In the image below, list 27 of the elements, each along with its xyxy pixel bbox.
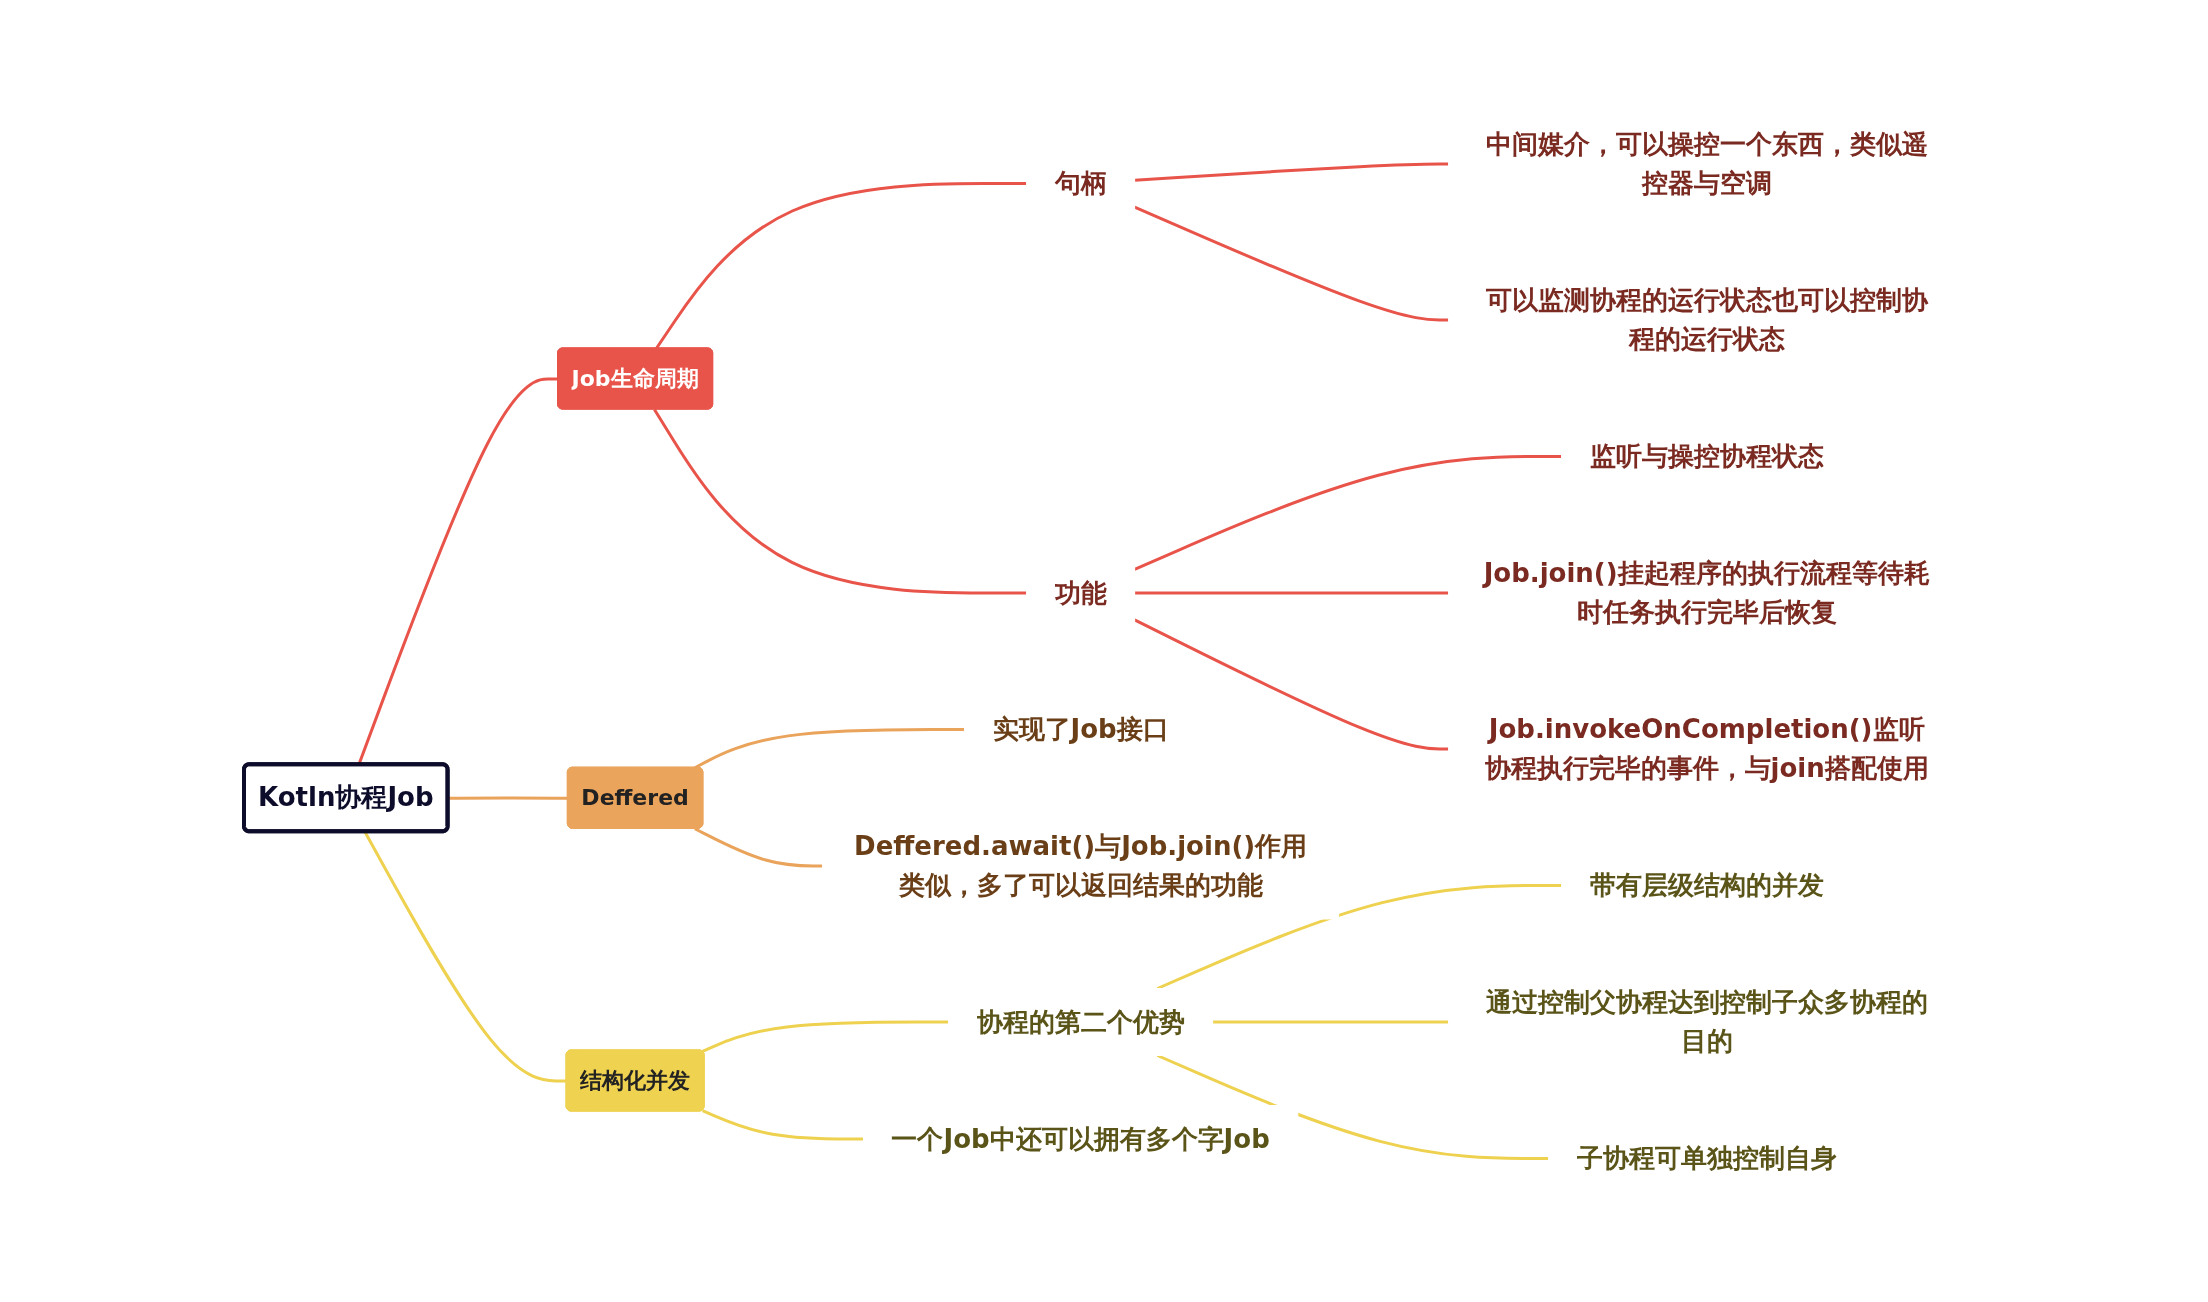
node-text: 带有层级结构的并发 — [1589, 869, 1824, 900]
connector — [1212, 1020, 1449, 1023]
connector — [1133, 454, 1562, 571]
connector — [1134, 591, 1449, 594]
node-text: 子协程可单独控制自身 — [1576, 1142, 1837, 1173]
node-text: 可以监测协程的运行状态也可以控制协程的运行状态 — [1485, 284, 1928, 354]
connector — [363, 830, 567, 1082]
node-text: Deffered.await()与Job.join()作用类似，多了可以返回结果的功能 — [853, 830, 1307, 900]
connector — [652, 408, 1027, 594]
connector — [1133, 205, 1449, 321]
connector — [654, 181, 1027, 349]
node-text: 句柄 — [1054, 167, 1107, 198]
connector — [1133, 618, 1449, 750]
node-text: 功能 — [1054, 577, 1107, 607]
node-text: 实现了Job接口 — [992, 713, 1169, 744]
node-text: Job.invokeOnCompletion()监听协程执行完毕的事件，与join搭配使用 — [1484, 713, 1929, 783]
node-text: 中间媒介，可以操控一个东西，类似遥控器与空调 — [1485, 128, 1928, 198]
connector — [1134, 162, 1449, 182]
node-text: 监听与操控协程状态 — [1589, 440, 1824, 471]
node-text: 一个Job中还可以拥有多个字Job — [891, 1123, 1270, 1153]
connector — [1156, 883, 1562, 990]
node-text: Job.join()挂起程序的执行流程等待耗时任务执行完毕后恢复 — [1483, 557, 1930, 627]
node-text: 协程的第二个优势 — [976, 1006, 1185, 1036]
connector — [701, 1020, 949, 1053]
connector — [701, 1108, 864, 1140]
connector — [693, 826, 823, 867]
node-text: 通过控制父协程达到控制子众多协程的目的 — [1485, 986, 1928, 1056]
